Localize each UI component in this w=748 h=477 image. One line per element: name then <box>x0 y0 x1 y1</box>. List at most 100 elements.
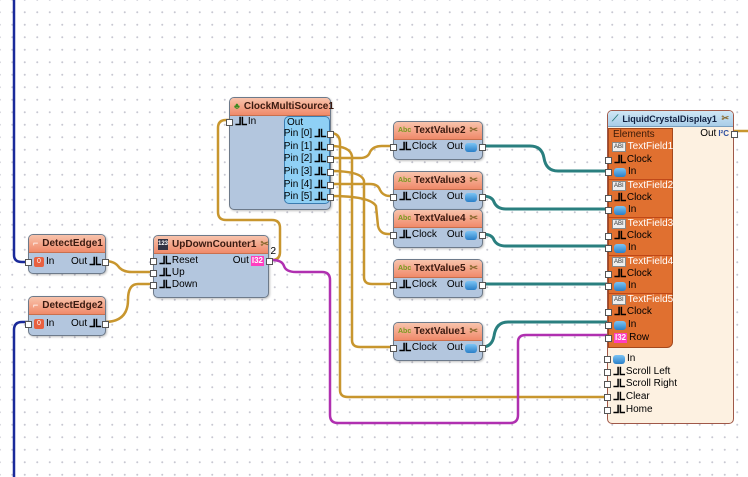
text-value-icon: Abc <box>398 328 412 335</box>
clock-pin[interactable] <box>390 281 397 289</box>
in-pin[interactable] <box>25 258 32 266</box>
clock-icon: ᒧᒪ <box>399 191 411 203</box>
out-pin[interactable] <box>102 320 109 328</box>
text-type-icon <box>613 354 625 364</box>
clock-pin[interactable] <box>605 270 612 278</box>
pin-label: Scroll Left <box>625 366 671 377</box>
home-pin[interactable] <box>604 406 611 414</box>
field-name: TextField3 <box>627 218 674 229</box>
scroll-right-pin[interactable] <box>604 380 611 388</box>
clock-pin[interactable] <box>390 231 397 239</box>
wire-detectedge1-in <box>12 0 28 264</box>
text-type-icon <box>465 343 477 353</box>
clock-pin[interactable] <box>390 193 397 201</box>
clock-pin[interactable] <box>605 156 612 164</box>
tools-icon[interactable]: ✂ <box>469 212 478 224</box>
out-pin[interactable] <box>479 344 486 352</box>
component-header[interactable]: ⌐DetectEdge2 <box>29 297 105 315</box>
down-pin[interactable] <box>150 281 157 289</box>
out-pin[interactable] <box>731 130 738 138</box>
reset-pin[interactable] <box>150 257 157 265</box>
lcd-icon: ⟋ <box>612 113 619 123</box>
component-title: TextValue2 <box>414 125 466 136</box>
pin-5-out[interactable] <box>327 193 334 201</box>
pin-label: Pin [1] <box>283 141 313 152</box>
clock-pin[interactable] <box>605 308 612 316</box>
tools-icon[interactable]: ✂ <box>469 325 478 337</box>
pin-label: In <box>628 280 637 291</box>
in-pin[interactable] <box>605 282 612 290</box>
clock-pin[interactable] <box>390 344 397 352</box>
clock-pin[interactable] <box>390 143 397 151</box>
up-pin[interactable] <box>150 269 157 277</box>
clock-pin[interactable] <box>605 194 612 202</box>
tools-icon[interactable]: ✂ <box>260 238 269 250</box>
in-pin[interactable] <box>226 118 233 126</box>
wire-pin3-tv5 <box>329 169 393 286</box>
tools-icon[interactable]: ✂ <box>469 262 478 274</box>
wire-tv3-tf2 <box>481 194 607 211</box>
tools-icon[interactable]: ✂ <box>721 113 729 123</box>
row-pin[interactable] <box>605 334 612 342</box>
link-count: 2 <box>270 246 276 257</box>
scroll-left-pin[interactable] <box>604 368 611 376</box>
clock-icon: ᒧᒪ <box>613 378 625 390</box>
in-pin[interactable] <box>604 355 611 363</box>
text-type-icon <box>465 192 477 202</box>
component-header[interactable]: ⟋ LiquidCrystalDisplay1 ✂ <box>608 111 733 127</box>
wire-detectedge2-in <box>12 320 28 477</box>
pin-0-out[interactable] <box>327 130 334 138</box>
in-pin[interactable] <box>605 321 612 329</box>
clock-icon: ᒧᒪ <box>314 153 326 165</box>
wire-pin0-clear <box>329 131 605 399</box>
wire-counter-clockin <box>216 118 282 262</box>
out-pin[interactable] <box>479 231 486 239</box>
in-pin[interactable] <box>605 206 612 214</box>
tools-icon[interactable]: ✂ <box>469 174 478 186</box>
out-pin[interactable] <box>479 193 486 201</box>
out-pin[interactable] <box>102 258 109 266</box>
component-title: DetectEdge1 <box>42 238 103 249</box>
pin-1-out[interactable] <box>327 143 334 151</box>
component-header[interactable]: ⌐DetectEdge1 <box>29 235 105 253</box>
pin-4-out[interactable] <box>327 181 334 189</box>
in-pin[interactable] <box>25 320 32 328</box>
int32-type-icon: I32 <box>250 256 264 266</box>
clock-icon: ᒧᒪ <box>314 166 326 178</box>
clock-icon: ᒧᒪ <box>614 268 626 280</box>
pin-label: Out <box>700 128 717 139</box>
in-pin[interactable] <box>605 244 612 252</box>
pin-3-out[interactable] <box>327 168 334 176</box>
in-pin[interactable] <box>605 168 612 176</box>
text-value-icon: Abc <box>398 127 412 134</box>
out-pin[interactable] <box>479 281 486 289</box>
clock-pin[interactable] <box>605 232 612 240</box>
out-pin[interactable] <box>266 257 273 265</box>
component-header[interactable]: ♣ClockMultiSource1 <box>230 98 334 116</box>
out-pin[interactable] <box>479 143 486 151</box>
tools-icon[interactable]: ✂ <box>469 124 478 136</box>
clear-pin[interactable] <box>604 393 611 401</box>
pin-2-out[interactable] <box>327 155 334 163</box>
